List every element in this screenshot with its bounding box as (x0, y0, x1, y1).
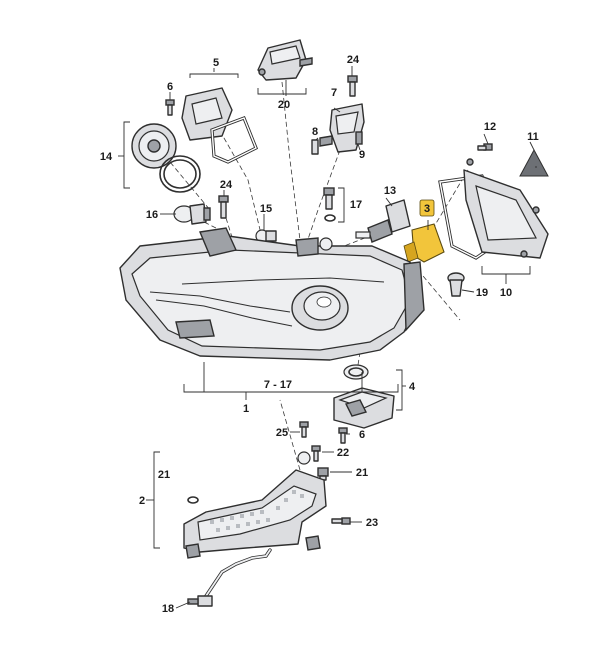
part-15-bulb (255, 229, 277, 243)
label-17: 17 (350, 199, 362, 211)
part-labels: 5 20 24 6 7 8 9 12 11 14 13 3 24 17 15 1… (100, 54, 539, 615)
label-7: 7 (331, 87, 337, 99)
label-9: 9 (359, 149, 365, 161)
label-18: 18 (162, 603, 174, 615)
part-16-bulb (173, 203, 211, 225)
part-4-ballast (333, 364, 395, 429)
label-4: 4 (409, 381, 416, 393)
part-6-screw-top (165, 99, 175, 116)
label-16: 16 (146, 209, 158, 221)
part-24-screw-mid (218, 195, 229, 219)
part-3-label-box (419, 199, 435, 217)
part-24-screw-top (347, 75, 358, 97)
label-10: 10 (500, 287, 512, 299)
part-3-igniter-highlighted (403, 223, 445, 263)
label-21-left: 21 (158, 469, 170, 481)
part-7-bracket (311, 103, 365, 155)
label-1: 1 (243, 403, 249, 415)
label-24-top: 24 (347, 54, 360, 66)
label-15: 15 (260, 203, 272, 215)
label-19: 19 (476, 287, 488, 299)
label-24-mid: 24 (220, 179, 233, 191)
part-23-screw (331, 517, 351, 525)
label-20: 20 (278, 99, 290, 111)
part-14-cap-and-seal (131, 123, 201, 193)
part-18-sensor-cable (187, 548, 272, 607)
label-14: 14 (100, 151, 113, 163)
part-5-ventilation-module (181, 87, 259, 164)
label-12: 12 (484, 121, 496, 133)
leader-lines (160, 66, 537, 609)
part-17-screw (323, 187, 336, 222)
part-19-plug (447, 272, 465, 297)
label-11: 11 (527, 131, 539, 143)
label-2: 2 (139, 495, 145, 507)
part-12-screw (477, 143, 493, 151)
label-5: 5 (213, 57, 219, 69)
label-21-right: 21 (356, 467, 368, 479)
label-7-17: 7 - 17 (264, 379, 292, 391)
label-13: 13 (384, 185, 396, 197)
part-20-mounting-bracket (257, 39, 313, 81)
part-10-rear-cover (438, 158, 549, 260)
label-23: 23 (366, 517, 378, 529)
label-6-top: 6 (167, 81, 173, 93)
part-25-screw (297, 421, 311, 465)
label-6-lower: 6 (359, 429, 365, 441)
group-brackets (118, 68, 531, 549)
label-22: 22 (337, 447, 349, 459)
label-25: 25 (276, 427, 288, 439)
part-22-screw (311, 445, 321, 462)
part-2-lower-bracket (183, 469, 327, 559)
label-8: 8 (312, 126, 318, 138)
label-3: 3 (424, 203, 430, 215)
part-6-screw-lower (338, 427, 348, 444)
part-13-bulb (355, 199, 411, 243)
part-1-headlamp-housing (119, 227, 425, 361)
part-11-triangle (519, 148, 549, 177)
